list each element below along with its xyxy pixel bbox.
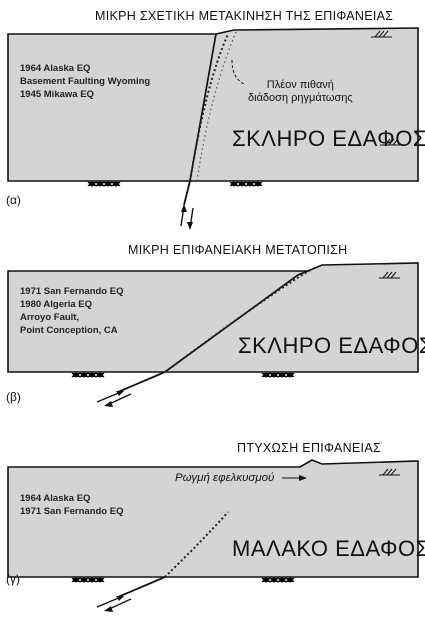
panel-b-soil-label: ΣΚΛΗΡΟ ΕΔΑΦΟΣ [238, 333, 425, 358]
panel-a-leader [231, 59, 245, 85]
panel-b-fault-trace [164, 269, 311, 373]
panel-a-right-block [189, 27, 419, 182]
panel-a-annotation: Πλέον πιθανή διάδοση ρηγμάτωσης [248, 79, 353, 104]
panel-c-soil [7, 459, 419, 578]
panel-b-label: (β) [6, 390, 21, 404]
panel-b-right-block [162, 262, 419, 373]
panel-a-left-block [7, 33, 217, 182]
panel-a-graphic [7, 27, 419, 230]
panel-c-heading: ΠΤΥΧΩΣΗ ΕΠΙΦΑΝΕΙΑΣ [237, 441, 381, 455]
panel-b-graphic [7, 262, 419, 407]
panel-b-earthquakes: 1971 San Fernando EQ 1980 Algeria EQ Arr… [20, 286, 124, 336]
panel-b-heading: ΜΙΚΡΗ ΕΠΙΦΑΝΕΙΑΚΗ ΜΕΤΑΤΟΠΙΣΗ [128, 243, 348, 257]
panel-a-label: (α) [6, 193, 21, 207]
panel-a-earthquakes: 1964 Alaska EQ Basement Faulting Wyoming… [20, 63, 151, 100]
panel-c-annotation: Ρωγμή εφελκυσμού [175, 472, 275, 484]
panel-c-earthquakes: 1964 Alaska EQ 1971 San Fernando EQ [20, 493, 124, 517]
panel-c-graphic [7, 459, 419, 612]
panel-a-heading: ΜΙΚΡΗ ΣΧΕΤΙΚΗ ΜΕΤΑΚΙΝΗΣΗ ΤΗΣ ΕΠΙΦΑΝΕΙΑΣ [95, 9, 394, 23]
panel-c-label: (γ) [6, 572, 20, 586]
panel-c-soil-label: ΜΑΛΑΚΟ ΕΔΑΦΟΣ [232, 536, 425, 561]
panel-a-soil-label: ΣΚΛΗΡΟ ΕΔΑΦΟΣ [232, 126, 425, 151]
